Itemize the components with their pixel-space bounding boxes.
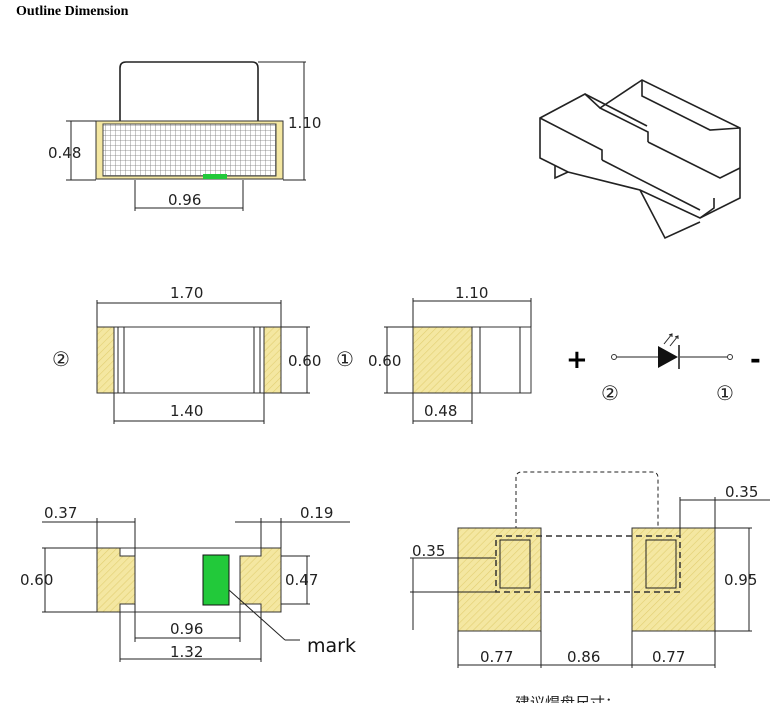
bottom-gap-label: 0.19 [300,504,333,522]
top-height-label: 0.48 [48,144,81,162]
plus-sign: + [566,345,588,375]
bottom-view [42,518,350,662]
side-pin-label: ① [336,347,354,371]
mark-label: mark [307,635,356,657]
front-length-label: 1.70 [170,284,203,302]
bottom-pad-label: 0.37 [44,504,77,522]
footprint-top-right-label: 0.35 [725,483,758,501]
top-mark [203,174,227,179]
footprint-pad2-label: 0.77 [652,648,685,666]
isometric-view [539,79,741,240]
front-view [96,300,310,424]
footprint-gap-label: 0.86 [567,648,600,666]
side-view [384,298,532,424]
bottom-mark-width-label: 0.96 [170,620,203,638]
side-height-label: 0.60 [368,352,401,370]
top-width-label: 0.96 [168,191,201,209]
minus-sign: - [750,345,761,375]
footprint-caption: 建议焊盘尺寸： [515,694,620,703]
page-title: Outline Dimension [16,4,129,19]
footprint-pad1-label: 0.77 [480,648,513,666]
side-pad-label: 0.48 [424,402,457,420]
front-pin-label: ② [52,347,70,371]
front-inner-label: 1.40 [170,402,203,420]
top-view [66,61,306,211]
cathode-pin-label: ① [716,381,734,405]
footprint-view [410,471,770,668]
polarity-mark [202,554,230,606]
side-width-label: 1.10 [455,284,488,302]
bottom-pad-height-label: 0.47 [285,571,318,589]
anode-pin-label: ② [601,381,619,405]
diode-symbol [611,333,733,369]
footprint-height-label: 0.95 [724,571,757,589]
footprint-left-label: 0.35 [412,542,445,560]
top-total-height-label: 1.10 [288,114,321,132]
bottom-height-label: 0.60 [20,571,53,589]
front-height-label: 0.60 [288,352,321,370]
bottom-total-label: 1.32 [170,643,203,661]
